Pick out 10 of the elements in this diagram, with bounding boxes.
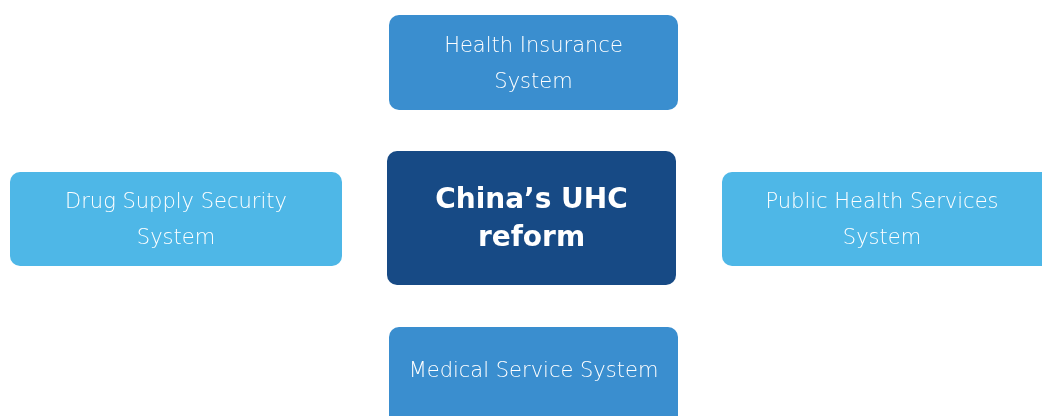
process-box (389, 15, 678, 110)
process-box (389, 327, 678, 416)
box-label: Medical Service System (408, 357, 659, 384)
box-label: Public Health Services System (764, 188, 1000, 251)
process-box (10, 172, 342, 266)
process-box (722, 172, 1042, 266)
box-label: Health Insurance System (443, 31, 624, 95)
process-box (387, 151, 676, 285)
box-label: China’s UHC reform (434, 181, 629, 255)
box-label: Drug Supply Security System (64, 188, 288, 251)
